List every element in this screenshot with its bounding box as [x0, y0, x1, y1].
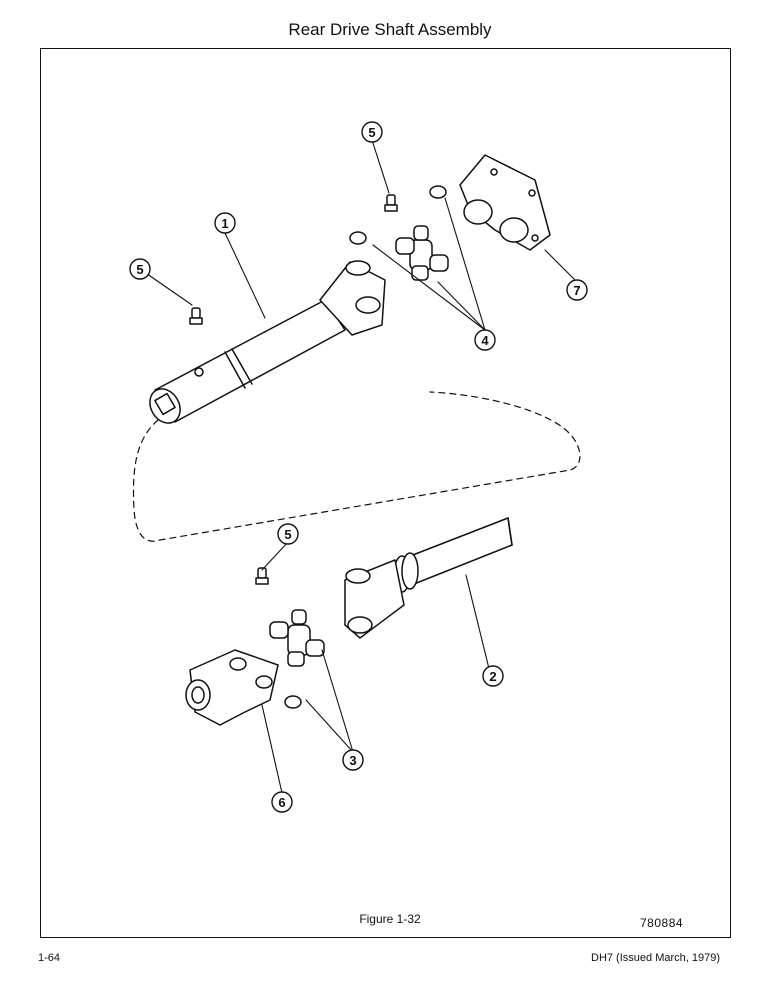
callout-5b: 5 — [136, 262, 143, 277]
grease-fitting-a — [384, 194, 398, 212]
page-title: Rear Drive Shaft Assembly — [288, 20, 492, 39]
callout-5c-circle — [277, 523, 299, 545]
figure-frame — [40, 48, 731, 938]
grease-fitting-b — [189, 307, 203, 325]
universal-joint-cross-upper — [395, 225, 449, 281]
snap-ring-upper-left — [349, 231, 367, 245]
figure-code: 780884 — [640, 916, 684, 930]
dashed-connection-line — [132, 391, 581, 542]
callout-1-circle — [214, 212, 236, 234]
callout-2-circle — [482, 665, 504, 687]
callout-5c: 5 — [284, 527, 291, 542]
slip-shaft-yoke — [344, 517, 513, 639]
snap-ring-lower — [284, 695, 302, 709]
drive-shaft-tube — [149, 260, 386, 424]
callout-5b-circle — [129, 258, 151, 280]
callout-2: 2 — [489, 669, 496, 684]
snap-ring-upper-right — [429, 185, 447, 199]
callout-circles — [129, 121, 588, 813]
callout-3: 3 — [349, 753, 356, 768]
callout-3-circle — [342, 749, 364, 771]
callout-7: 7 — [573, 283, 580, 298]
callout-4: 4 — [481, 333, 489, 348]
callout-6-circle — [271, 791, 293, 813]
universal-joint-cross-lower — [269, 609, 325, 667]
figure-caption: Figure 1-32 — [359, 912, 421, 926]
end-yoke — [185, 649, 279, 726]
callout-5a: 5 — [368, 125, 375, 140]
page-number: 1-64 — [38, 952, 61, 964]
callout-7-circle — [566, 279, 588, 301]
grease-fitting-c — [255, 567, 269, 585]
callout-4-circle — [474, 329, 496, 351]
callout-6: 6 — [278, 795, 285, 810]
flange-yoke — [459, 154, 551, 251]
issue-note: DH7 (Issued March, 1979) — [591, 952, 720, 964]
callout-1: 1 — [221, 216, 228, 231]
callout-5a-circle — [361, 121, 383, 143]
